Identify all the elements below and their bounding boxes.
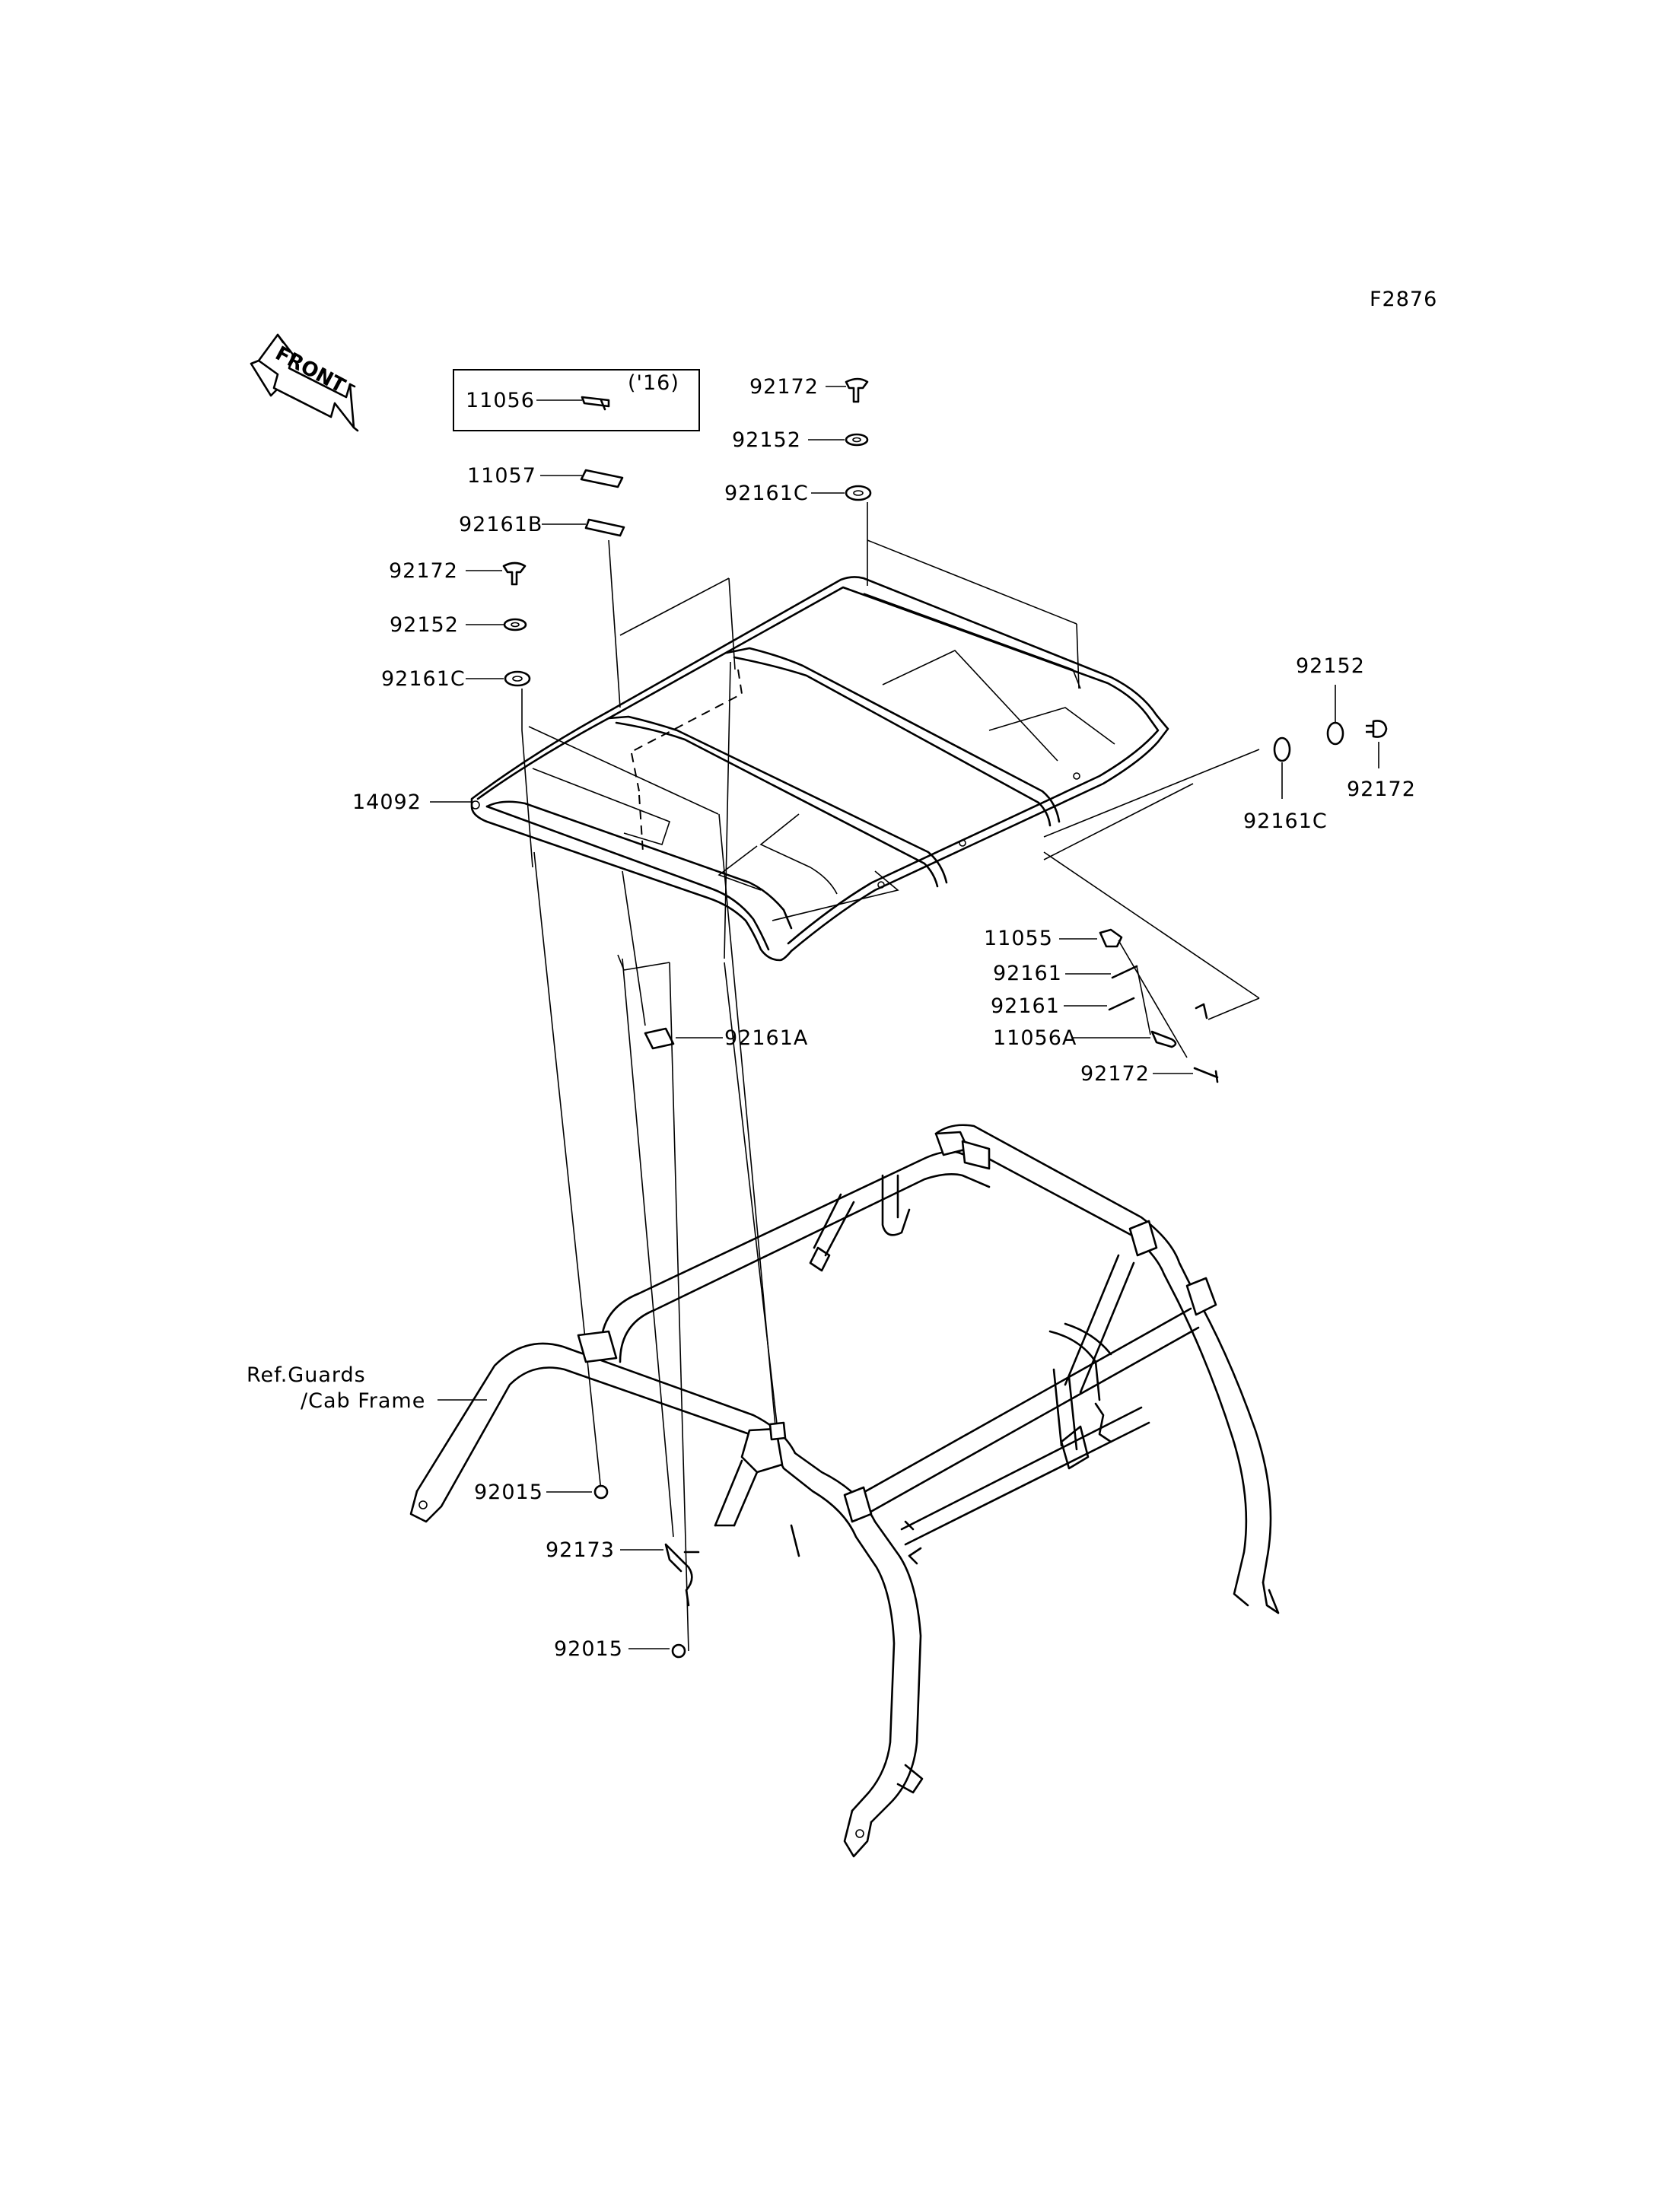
grommet-92161c-right (1273, 736, 1291, 762)
pad-92161b (584, 518, 625, 537)
bracket-11056a (1150, 1003, 1208, 1048)
label-92161a: 92161A (724, 1026, 808, 1050)
bracket-11055 (1099, 928, 1123, 948)
bracket-11057 (580, 469, 624, 488)
label-92161b: 92161B (459, 513, 542, 536)
inset-year-note: ('16) (628, 371, 679, 395)
bolt-92172-bottom (1193, 1067, 1219, 1083)
washer-92152-top (845, 433, 869, 447)
label-11057: 11057 (467, 464, 536, 488)
bolt-92172-right (1366, 720, 1388, 738)
label-11055: 11055 (984, 927, 1053, 950)
ref-line-2: /Cab Frame (301, 1389, 425, 1413)
ref-line-1: Ref.Guards (247, 1363, 366, 1387)
cab-frame (409, 1124, 1280, 1858)
pad-92161a (644, 1027, 675, 1050)
label-92161-a: 92161 (993, 962, 1062, 985)
label-92172-left: 92172 (389, 559, 458, 583)
inset-box-2016: 11056 ('16) (453, 369, 700, 431)
label-92161c-left: 92161C (381, 667, 466, 691)
strip-92161-a (1111, 965, 1138, 979)
label-92173: 92173 (546, 1538, 615, 1562)
label-11056a: 11056A (993, 1026, 1077, 1050)
strip-92161-b (1108, 997, 1135, 1011)
label-92172-top: 92172 (749, 375, 819, 399)
label-14092: 14092 (352, 790, 422, 814)
roof-14092 (470, 576, 1169, 962)
inset-part-number: 11056 (466, 389, 535, 412)
front-label: FRONT (272, 342, 349, 398)
bolt-92172-top (845, 377, 869, 403)
grommet-92161c-left (504, 670, 531, 687)
label-92015-upper: 92015 (474, 1481, 543, 1504)
washer-92152-right (1326, 721, 1344, 746)
nut-92015-lower (671, 1643, 686, 1659)
label-92161-b: 92161 (991, 994, 1060, 1018)
nut-92015-upper (593, 1484, 609, 1500)
label-92172-bottom: 92172 (1080, 1062, 1150, 1086)
bolt-92172-left (502, 561, 527, 586)
label-92152-right: 92152 (1296, 654, 1365, 678)
grommet-92161c-top (845, 485, 872, 501)
figure-id: F2876 (1370, 288, 1437, 311)
front-arrow-icon: FRONT (250, 333, 359, 432)
label-92172-right: 92172 (1347, 778, 1416, 801)
clamp-92173 (664, 1543, 700, 1607)
label-92152-top: 92152 (732, 428, 801, 452)
label-92152-left: 92152 (390, 613, 459, 637)
washer-92152-left (503, 618, 527, 631)
label-92161c-right: 92161C (1243, 810, 1328, 833)
label-92161c-top: 92161C (724, 482, 809, 505)
label-92015-lower: 92015 (554, 1637, 623, 1661)
